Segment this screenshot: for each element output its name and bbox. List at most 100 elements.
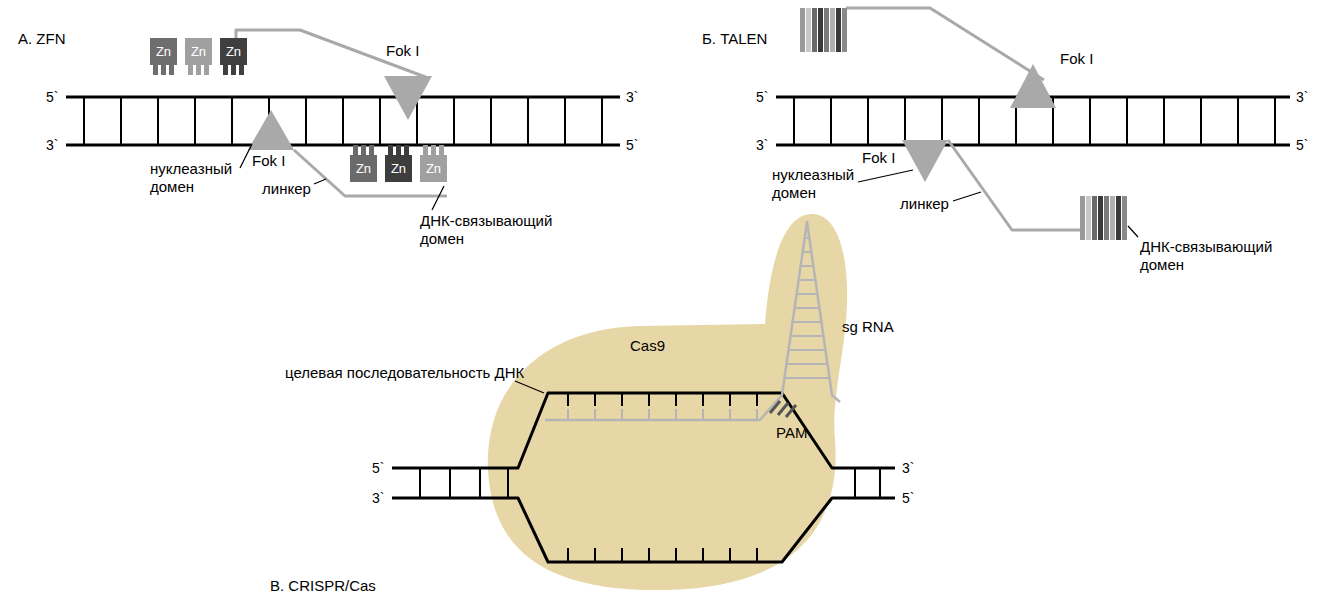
part-label: sg RNA	[842, 318, 894, 335]
sgrna-pair	[788, 349, 826, 351]
label-holder: sg RNA	[842, 318, 894, 336]
label-holder: ДНК-связывающий домен	[420, 212, 580, 249]
tooth	[196, 65, 201, 75]
sgrna-pair	[804, 237, 810, 239]
part-label: линкер	[262, 180, 311, 197]
rna-base	[621, 409, 623, 420]
repeat-stripe	[1110, 196, 1115, 240]
repeat-stripe	[1086, 196, 1091, 240]
zinc-finger-box: Zn	[220, 38, 247, 65]
strand-end: 3`	[756, 137, 768, 153]
zinc-finger-label: Zn	[426, 161, 441, 176]
base	[567, 548, 569, 562]
base-pair	[1089, 97, 1091, 145]
zinc-finger-label: Zn	[156, 44, 171, 59]
foki-nuclease	[384, 76, 432, 120]
base	[702, 548, 704, 562]
dna-strand	[66, 96, 620, 99]
rna-base	[756, 409, 758, 420]
zinc-finger-box: Zn	[350, 155, 377, 182]
repeat-stripe	[830, 8, 835, 52]
repeat-stripe	[818, 8, 823, 52]
rna-base	[729, 409, 731, 420]
tooth	[423, 145, 428, 155]
zinc-finger-label: Zn	[226, 44, 241, 59]
label-holder: А. ZFN	[18, 30, 66, 48]
zinc-finger-teeth	[153, 65, 174, 75]
rna-base	[702, 409, 704, 420]
base	[675, 548, 677, 562]
leader-line	[858, 170, 913, 182]
base	[729, 548, 731, 562]
leader-line	[1128, 226, 1138, 237]
part-label: линкер	[900, 195, 949, 212]
crispr-parts	[392, 222, 895, 562]
zfn-parts	[236, 30, 447, 210]
tooth	[188, 65, 193, 75]
label-holder: 3`	[902, 459, 914, 477]
tooth	[361, 145, 366, 155]
part-label: ДНК-связывающий домен	[420, 212, 552, 247]
label-holder: 3`	[46, 136, 58, 154]
label-holder: 5`	[902, 489, 914, 507]
base	[729, 393, 731, 406]
rna-base	[567, 409, 569, 420]
base-pair	[490, 97, 492, 145]
label-holder: нуклеазный домен	[150, 160, 242, 197]
sgrna-pair	[794, 307, 820, 309]
leader-line	[314, 179, 326, 184]
strand-end: 5`	[626, 137, 638, 153]
base	[621, 548, 623, 562]
text-holder: Cas9	[630, 337, 665, 355]
tooth	[161, 65, 166, 75]
linker-line	[846, 8, 1044, 80]
tooth	[169, 65, 174, 75]
sgrna-pair	[800, 265, 814, 267]
repeat-stripe	[1092, 196, 1097, 240]
label-holder: 3`	[756, 136, 768, 154]
strand-end: 5`	[1296, 137, 1308, 153]
base-pair	[231, 97, 233, 145]
repeat-stripe	[1080, 196, 1085, 240]
base	[675, 393, 677, 406]
base-pair	[527, 97, 529, 145]
linker-line	[948, 140, 1080, 230]
base-pair	[419, 468, 421, 498]
dna-strand	[392, 498, 895, 562]
base-pair	[453, 97, 455, 145]
tooth	[388, 145, 393, 155]
base	[594, 548, 596, 562]
base	[621, 393, 623, 406]
base-pair	[194, 97, 196, 145]
tooth	[404, 145, 409, 155]
label-holder: 5`	[372, 459, 384, 477]
base-pair	[904, 97, 906, 145]
base-pair	[342, 97, 344, 145]
base-pair	[157, 97, 159, 145]
repeat-stripe	[836, 8, 841, 52]
zinc-finger-teeth	[388, 145, 409, 155]
foki-nuclease	[1010, 64, 1056, 108]
zinc-finger-label: Zn	[356, 161, 371, 176]
part-label: PAM	[776, 424, 807, 441]
pam-mark	[786, 405, 796, 417]
tooth	[353, 145, 358, 155]
sgrna-pair	[796, 293, 818, 295]
label-holder: Б. TALEN	[702, 30, 767, 48]
repeat-stripe	[842, 8, 847, 52]
base-pair	[379, 97, 381, 145]
zinc-finger-teeth	[188, 65, 209, 75]
panel-title: А. ZFN	[18, 30, 66, 47]
enzyme-label: Fok I	[862, 149, 895, 166]
base-pair	[305, 97, 307, 145]
label-holder: 3`	[626, 88, 638, 106]
sgrna-pair	[798, 279, 816, 281]
base-pair	[1200, 97, 1202, 145]
tooth	[239, 65, 244, 75]
label-holder: целевая последовательность ДНК	[285, 364, 524, 382]
base-pair	[941, 97, 943, 145]
base-pair	[978, 97, 980, 145]
label-holder: Fok I	[1060, 50, 1093, 68]
base-pair	[120, 97, 122, 145]
tale-repeats	[1080, 196, 1127, 240]
